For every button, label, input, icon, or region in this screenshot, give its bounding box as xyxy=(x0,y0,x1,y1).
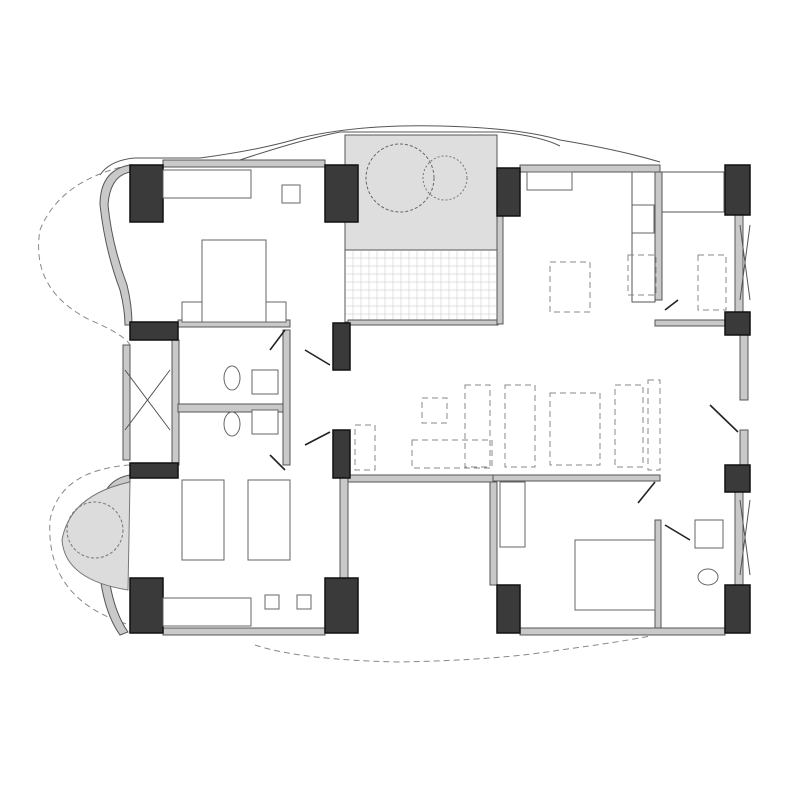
sink xyxy=(251,409,279,435)
column xyxy=(129,577,164,634)
bed xyxy=(574,539,656,611)
door-swing[interactable] xyxy=(664,524,691,541)
walls xyxy=(122,159,749,636)
column xyxy=(724,584,751,634)
column xyxy=(496,167,521,217)
column xyxy=(324,577,359,634)
outer-shell-top xyxy=(99,125,661,176)
terrace-paving-grid xyxy=(346,251,496,321)
door-swing[interactable] xyxy=(304,349,331,366)
column xyxy=(129,321,179,341)
sink xyxy=(694,519,724,549)
bed xyxy=(201,239,267,323)
wardrobe xyxy=(499,481,526,548)
column xyxy=(332,429,351,479)
single-bed xyxy=(181,479,225,561)
entrance-door[interactable] xyxy=(709,404,739,433)
curved-glass-wall-top xyxy=(99,164,133,326)
terrace-planted xyxy=(344,134,498,251)
tree-icon xyxy=(365,143,435,213)
bench xyxy=(354,424,376,471)
planter-bottom-left xyxy=(61,481,131,591)
balcony-outline-left xyxy=(38,164,131,346)
column xyxy=(324,164,359,223)
sofa xyxy=(411,439,493,469)
door-swing[interactable] xyxy=(269,329,286,351)
column xyxy=(724,164,751,216)
sink xyxy=(251,369,279,395)
dining-table xyxy=(549,261,591,313)
kitchen-counter xyxy=(631,171,656,303)
column xyxy=(724,311,751,336)
column xyxy=(496,584,521,634)
wardrobe xyxy=(162,597,252,627)
toilet xyxy=(223,365,241,391)
door-swing[interactable] xyxy=(664,299,679,311)
sofa xyxy=(464,384,491,468)
structural-columns xyxy=(129,164,751,634)
washer xyxy=(697,254,727,311)
window-x xyxy=(124,224,751,576)
terrace-paved xyxy=(344,249,498,323)
nightstand xyxy=(265,301,287,323)
balcony-outline-left-lower xyxy=(49,464,131,626)
fridge xyxy=(627,254,657,296)
sofa xyxy=(504,384,536,468)
nightstand xyxy=(181,301,203,323)
kitchen-sink xyxy=(526,171,573,191)
door-swing[interactable] xyxy=(269,454,286,471)
column xyxy=(332,322,351,371)
coffee-table xyxy=(549,392,601,466)
column xyxy=(129,462,179,479)
cooktop xyxy=(631,204,655,234)
door-swing[interactable] xyxy=(637,481,656,504)
door-swing[interactable] xyxy=(304,431,331,446)
armchair xyxy=(421,397,448,424)
outer-shell-bottom xyxy=(254,635,651,663)
chair xyxy=(281,184,301,204)
toilet xyxy=(223,411,241,437)
sofa xyxy=(614,384,644,468)
toilet xyxy=(697,568,719,586)
single-bed xyxy=(247,479,291,561)
wardrobe xyxy=(162,169,252,199)
tree-icon xyxy=(422,155,468,201)
stair-balcony xyxy=(661,171,725,213)
chair xyxy=(264,594,280,610)
outer-shell-top-inner xyxy=(239,131,561,161)
tree-icon xyxy=(66,501,124,559)
column xyxy=(129,164,164,223)
chair xyxy=(296,594,312,610)
tv-console xyxy=(647,379,661,471)
column xyxy=(724,464,751,493)
